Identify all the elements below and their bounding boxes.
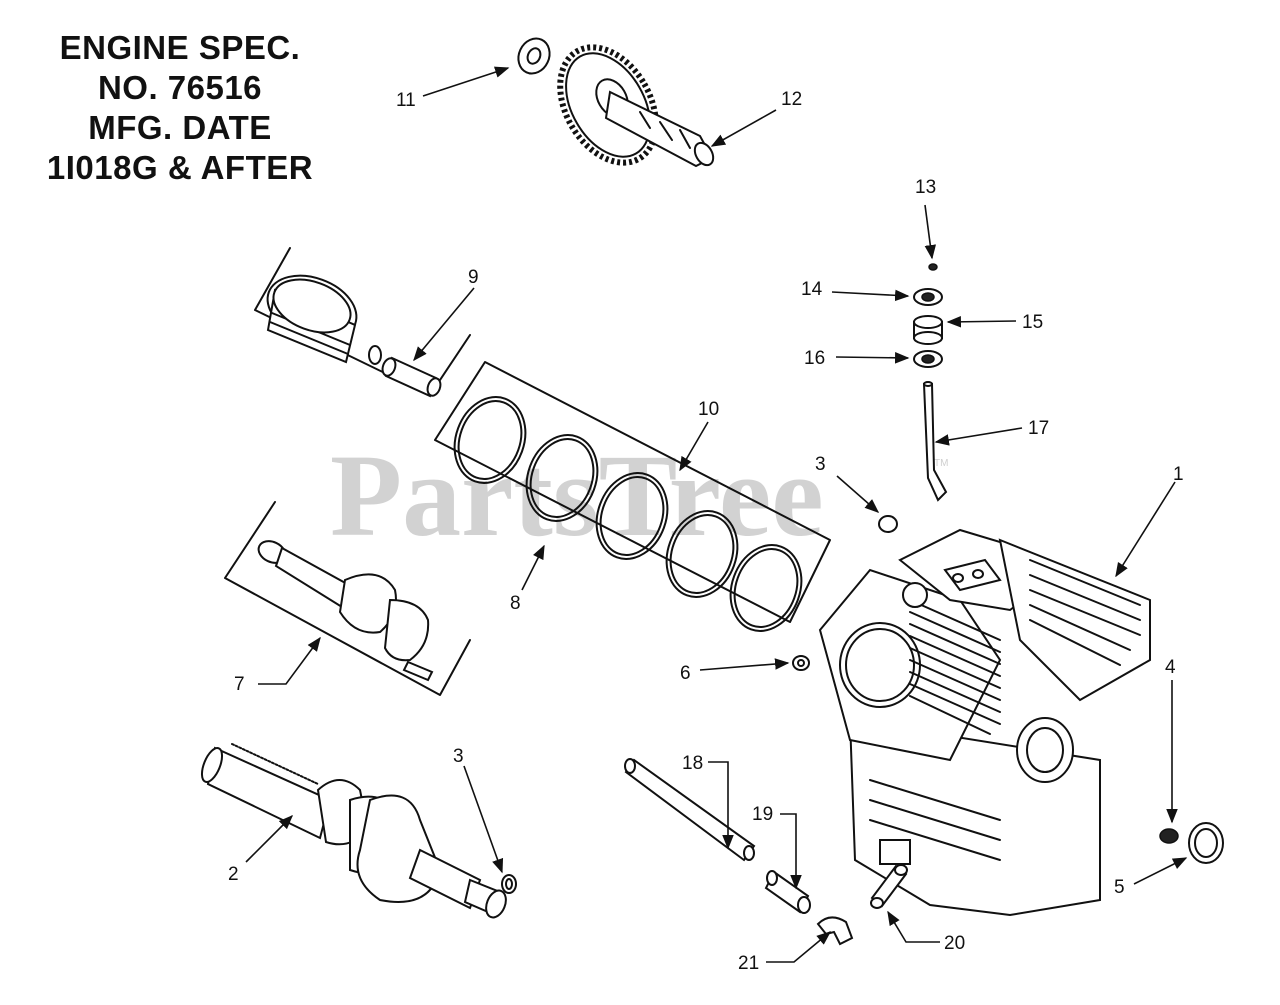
part-3-bearing-crank[interactable] xyxy=(501,874,517,894)
callout-21[interactable]: 21 xyxy=(738,953,759,974)
spec-line-3: MFG. DATE xyxy=(88,109,272,146)
callout-10[interactable]: 10 xyxy=(698,399,719,420)
callout-5[interactable]: 5 xyxy=(1114,877,1125,898)
part-19-fitting[interactable] xyxy=(764,870,811,914)
part-20-fitting[interactable] xyxy=(870,864,908,909)
part-1-crankcase[interactable] xyxy=(818,528,1151,917)
engine-spec-block: ENGINE SPEC. NO. 76516 MFG. DATE 1I018G … xyxy=(20,28,340,188)
connecting-rod-box xyxy=(224,501,471,696)
callout-labels: 11 12 9 10 13 14 15 16 17 3 1 8 6 7 4 3 … xyxy=(228,89,1184,974)
part-18-tube[interactable] xyxy=(624,758,756,862)
callout-4[interactable]: 4 xyxy=(1165,657,1176,678)
callout-12[interactable]: 12 xyxy=(781,89,802,110)
callout-11[interactable]: 11 xyxy=(396,90,416,111)
part-13-keeper[interactable] xyxy=(928,263,938,271)
callout-8[interactable]: 8 xyxy=(510,593,521,614)
part-6-dowel[interactable] xyxy=(792,655,810,671)
callout-17[interactable]: 17 xyxy=(1028,418,1049,439)
callout-7[interactable]: 7 xyxy=(234,674,245,695)
callout-3-lower[interactable]: 3 xyxy=(453,746,464,767)
callout-9[interactable]: 9 xyxy=(468,267,479,288)
callout-2[interactable]: 2 xyxy=(228,864,239,885)
callout-19[interactable]: 19 xyxy=(752,804,773,825)
part-7-connecting-rod[interactable] xyxy=(255,537,434,682)
part-15-spring[interactable] xyxy=(913,315,943,345)
ring-set-box xyxy=(434,361,831,623)
spec-line-1: ENGINE SPEC. xyxy=(59,29,301,66)
callout-14[interactable]: 14 xyxy=(801,279,823,300)
part-3-bearing-upper[interactable] xyxy=(878,515,898,533)
part-9-piston-pin[interactable] xyxy=(380,356,442,398)
part-16-seal[interactable] xyxy=(913,350,943,368)
part-2-crankshaft[interactable] xyxy=(198,743,510,920)
watermark-text: PartsTree xyxy=(330,430,824,561)
piston-pin-clip[interactable] xyxy=(368,345,382,365)
part-4-plug[interactable] xyxy=(1159,828,1179,844)
callout-3-upper[interactable]: 3 xyxy=(815,454,826,475)
callout-16[interactable]: 16 xyxy=(804,348,825,369)
callout-20[interactable]: 20 xyxy=(944,933,965,954)
spec-line-4: 1I018G & AFTER xyxy=(46,149,314,186)
part-12-camshaft-gear[interactable] xyxy=(541,30,717,179)
watermark-trademark: TM xyxy=(934,458,948,469)
part-21-elbow[interactable] xyxy=(816,916,854,946)
part-14-retainer[interactable] xyxy=(913,288,943,306)
part-10-piston-rings[interactable] xyxy=(443,387,813,641)
part-5-oil-seal[interactable] xyxy=(1188,822,1224,864)
callout-1[interactable]: 1 xyxy=(1173,464,1184,485)
part-11-thrust-washer[interactable] xyxy=(513,33,555,78)
spec-line-2: NO. 76516 xyxy=(97,69,263,106)
callout-15[interactable]: 15 xyxy=(1022,312,1043,333)
callout-13[interactable]: 13 xyxy=(915,177,936,198)
piston[interactable] xyxy=(259,264,366,364)
leader-lines xyxy=(245,66,1188,963)
part-17-valve[interactable] xyxy=(922,381,948,502)
callout-18[interactable]: 18 xyxy=(682,753,703,774)
callout-6[interactable]: 6 xyxy=(680,663,691,684)
